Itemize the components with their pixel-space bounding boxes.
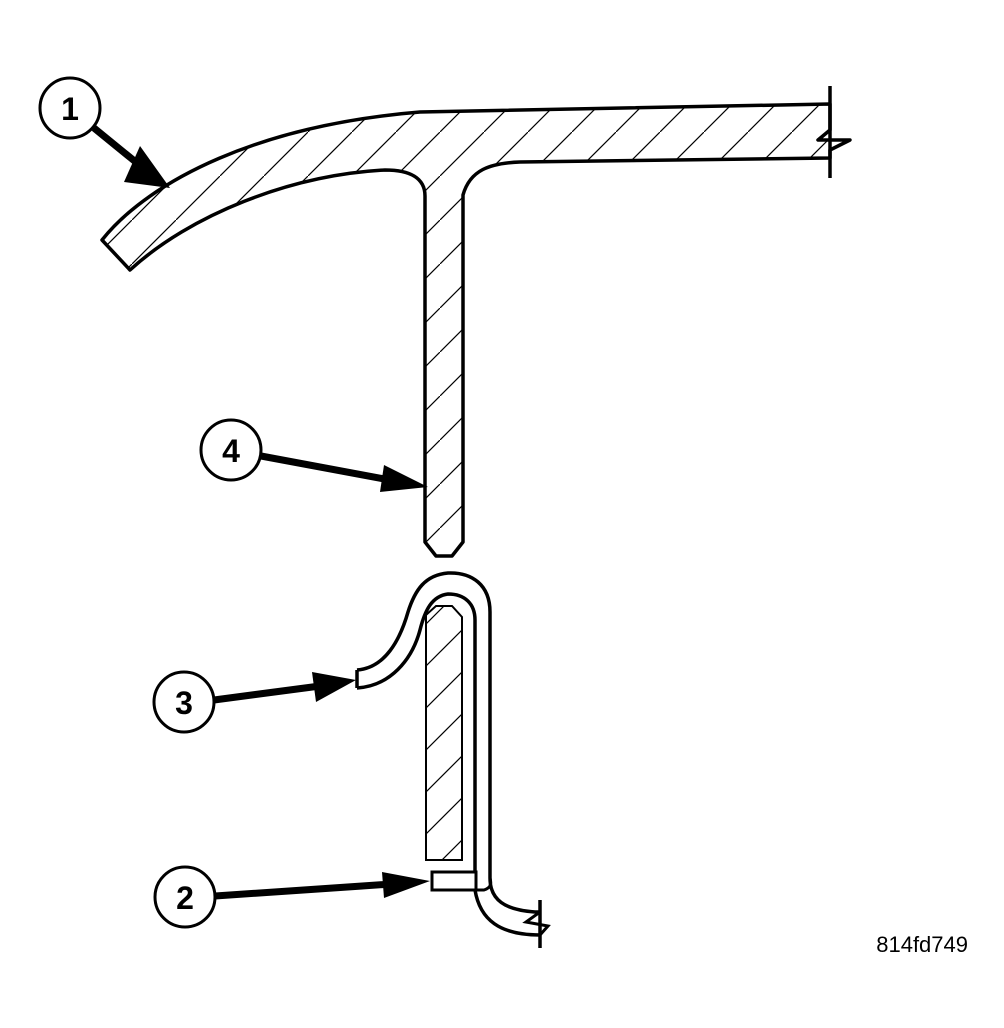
top-panel [100,86,852,558]
callout-4: 4 [199,418,428,492]
callout-3: 3 [152,670,356,734]
callout-4-label: 4 [222,433,240,469]
arrow-icon [380,465,428,492]
callout-3-label: 3 [175,685,193,721]
callout-2-label: 2 [176,880,194,916]
callout-1: 1 [38,76,170,188]
figure-id: 814fd749 [876,932,968,957]
callout-1-label: 1 [61,91,79,127]
callout-2: 2 [153,865,430,929]
clip [355,571,551,948]
arrow-icon [124,146,170,188]
arrow-icon [382,872,430,898]
arrow-icon [312,672,356,702]
